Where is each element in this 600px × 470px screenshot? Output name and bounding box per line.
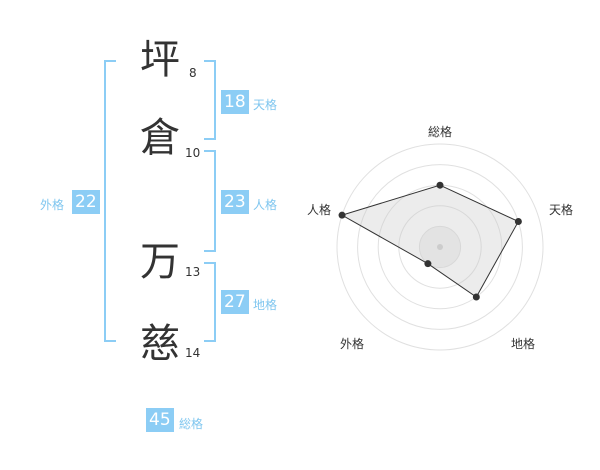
radar-grid-ring [357, 164, 523, 330]
radar-point-1 [514, 218, 522, 226]
radar-point-0 [436, 181, 444, 189]
gaikaku-value: 22 [72, 190, 100, 214]
stroke-count-1: 8 [189, 66, 197, 80]
soukaku-label: 総格 [179, 417, 204, 431]
name-char-1: 坪 [140, 37, 180, 83]
soukaku-value: 45 [146, 408, 174, 432]
stroke-count-3: 13 [185, 265, 201, 279]
radar-label-jinkaku: 人格 [307, 203, 332, 217]
stroke-count-4: 14 [185, 346, 201, 360]
name-char-2: 倉 [140, 115, 180, 161]
chikaku-bracket [204, 262, 216, 342]
gaikaku-label: 外格 [40, 198, 65, 212]
radar-point-4 [338, 211, 346, 219]
jinkaku-bracket [204, 150, 216, 252]
tenkaku-value: 18 [221, 90, 249, 114]
radar-label-chikaku: 地格 [511, 337, 536, 351]
radar-label-tenkaku: 天格 [549, 203, 574, 217]
radar-data-polygon [340, 184, 520, 298]
chikaku-value: 27 [221, 290, 249, 314]
radar-grid-ring [336, 143, 544, 351]
chikaku-label: 地格 [253, 298, 278, 312]
radar-label-soukaku: 総格 [428, 125, 453, 139]
radar-chart [336, 143, 544, 351]
radar-center-dot [437, 244, 443, 250]
jinkaku-label: 人格 [253, 198, 278, 212]
name-char-4: 慈 [140, 321, 180, 367]
gaikaku-bracket [104, 60, 116, 342]
tenkaku-bracket [204, 60, 216, 140]
name-char-3: 万 [140, 239, 180, 285]
tenkaku-label: 天格 [253, 98, 278, 112]
jinkaku-value: 23 [221, 190, 249, 214]
radar-label-gaikaku: 外格 [340, 337, 365, 351]
radar-point-2 [472, 293, 480, 301]
stroke-count-2: 10 [185, 146, 201, 160]
radar-point-3 [424, 260, 432, 268]
